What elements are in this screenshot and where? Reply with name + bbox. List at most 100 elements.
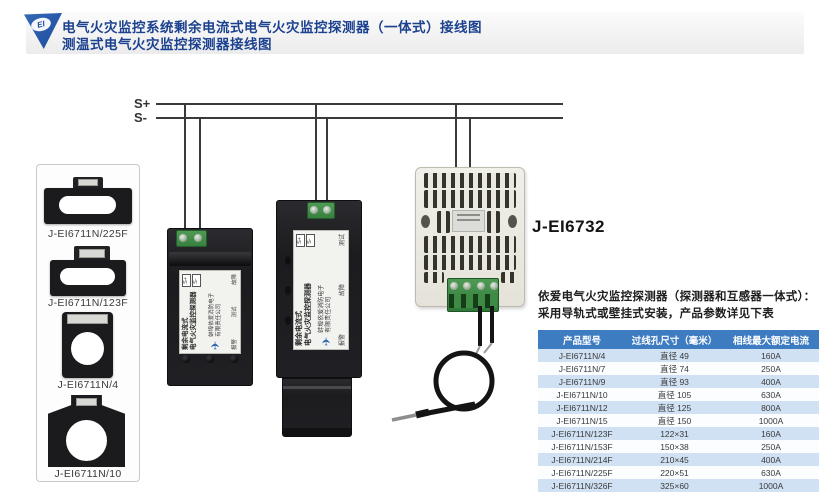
temp-terminal-screw3 [477, 282, 485, 290]
ct-n4-hole [71, 332, 104, 365]
detector2-label-mid: ✈ 蚌埠依爱消防电子 有限责任公司 [319, 234, 333, 346]
spec-table-cell: J-EI6711N/326F [538, 479, 626, 492]
spec-table-cell: 直径 93 [626, 375, 723, 388]
spec-table-cell: 直径 49 [626, 349, 723, 362]
detector2-type-text: 剩余电流式 电气火灾监控探测器 [296, 283, 312, 346]
spec-table-cell: J-EI6711N/225F [538, 466, 626, 479]
spec-table-cell: 122×31 [626, 427, 723, 440]
detector2-bottom-strip [283, 428, 351, 436]
temp-detector-slats-row1 [424, 173, 516, 188]
sticker-line [457, 219, 480, 221]
ct-n4-sticker [67, 314, 108, 324]
detector1-indicator-words: 报警 测试 故障 [232, 274, 238, 350]
temp-detector-model-callout: J-EI6732 [532, 217, 605, 236]
spec-table-cell: J-EI6711N/7 [538, 362, 626, 375]
detector2-groove [283, 386, 351, 389]
description-line1: 依爱电气火灾监控探测器（探测器和互感器一体式）： [538, 291, 816, 303]
spec-table-cell: J-EI6711N/15 [538, 414, 626, 427]
page-title-line2: 测温式电气火灾监控探测器接线图 [62, 37, 272, 52]
detector2-led3 [285, 316, 291, 325]
spec-table-cell: 直径 125 [626, 401, 723, 414]
bus-line-s-minus [156, 117, 563, 119]
detector2-label: 剩余电流式 电气火灾监控探测器 S+ S- ✈ 蚌埠依爱消防电子 有限责任公司 … [293, 230, 349, 350]
detector1-label-mid: ✈ 蚌埠依爱消防电子 有限责任公司 [209, 274, 222, 350]
temp-terminal-screw4 [490, 282, 498, 290]
detector1-label: 剩余电流式 电气火灾监控探测器 S+ S- ✈ 蚌埠依爱消防电子 有限责任公司 … [179, 270, 241, 354]
detector1-label-toprow: 剩余电流式 电气火灾监控探测器 S+ S- [182, 274, 201, 350]
detector2-label-toprow: 剩余电流式 电气火灾监控探测器 S+ S- [296, 234, 315, 346]
spec-table-cell: J-EI6711N/123F [538, 427, 626, 440]
detector1-type-text: 剩余电流式 电气火灾监控探测器 [182, 291, 198, 351]
temp-detector-slats-midright [487, 211, 500, 233]
page-title-line1: 电气火灾监控系统剩余电流式电气火灾监控探测器（一体式）接线图 [62, 20, 482, 35]
spec-table-cell: 1000A [723, 479, 819, 492]
detector2-led2 [285, 286, 291, 295]
detector1-terminal-screw1 [179, 234, 187, 242]
ct-225f-slot [59, 196, 116, 214]
spec-table-cell: 250A [723, 362, 819, 375]
temp-detector-slats-row5r [501, 272, 516, 283]
spec-table-cell: 150×38 [626, 440, 723, 453]
detector2-indicator-words: 报警 故障 测试 [340, 234, 346, 346]
detector2-sminus-mark: S- [306, 234, 315, 247]
col-header-max-current: 相线最大额定电流 [723, 330, 819, 349]
spec-table-cell: 400A [723, 453, 819, 466]
bus-line-s-plus [156, 103, 563, 105]
detector2-terminal-marks: S+ S- [296, 234, 315, 247]
detector1-terminal-marks: S+ S- [182, 274, 201, 287]
temp-detector-slats-row3 [424, 236, 516, 253]
description-line2: 采用导轨式或壁挂式安装，产品参数详见下表 [538, 308, 774, 320]
col-header-model: 产品型号 [538, 330, 626, 349]
spec-table-cell: 160A [723, 349, 819, 362]
drop-wire-detector1-sminus [199, 117, 201, 236]
spec-table-cell: 160A [723, 427, 819, 440]
detector1-led2 [206, 355, 214, 363]
spec-table-cell: 220×51 [626, 466, 723, 479]
header-band [26, 12, 804, 54]
ct-123f-slot [60, 268, 115, 285]
temp-detector-sticker [452, 210, 485, 232]
detector1-led3 [230, 355, 238, 363]
ct-225f-label: J-EI6711N/225F [48, 228, 128, 240]
detector1-top-strip [169, 252, 251, 266]
temp-detector-slats-row4 [424, 255, 516, 270]
bus-s-plus-label: S+ [134, 96, 151, 111]
spec-table-cell: 直径 105 [626, 388, 723, 401]
spec-table-cell: J-EI6711N/10 [538, 388, 626, 401]
ct-n10-hole [66, 420, 107, 461]
temperature-probe [391, 306, 495, 422]
col-header-hole-size: 过线孔尺寸（毫米） [626, 330, 723, 349]
drop-wire-detector2-sminus [326, 117, 328, 208]
detector1-company-text: 蚌埠依爱消防电子 有限责任公司 [208, 292, 222, 337]
detector2-company-text: 蚌埠依爱消防电子 有限责任公司 [318, 284, 332, 333]
drop-wire-detector2-splus [315, 103, 317, 208]
temp-detector-slats-row5l [424, 272, 444, 283]
detector1-terminal-screw2 [194, 234, 202, 242]
temp-detector-hole-left [421, 215, 430, 228]
spec-table-cell: J-EI6711N/9 [538, 375, 626, 388]
bus-s-minus-label: S- [134, 110, 147, 125]
sticker-line [457, 214, 480, 216]
spec-table-cell: 直径 150 [626, 414, 723, 427]
spec-table-cell: J-EI6711N/214F [538, 453, 626, 466]
detector1-led1 [182, 355, 190, 363]
spec-table-cell: 210×45 [626, 453, 723, 466]
ct-123f-sticker [79, 249, 105, 258]
spec-table-cell: J-EI6711N/4 [538, 349, 626, 362]
temp-detector-slats-midleft [437, 211, 450, 233]
spec-table-cell: 250A [723, 440, 819, 453]
spec-table-cell: 800A [723, 401, 819, 414]
temp-detector-slats-row2 [424, 190, 516, 208]
